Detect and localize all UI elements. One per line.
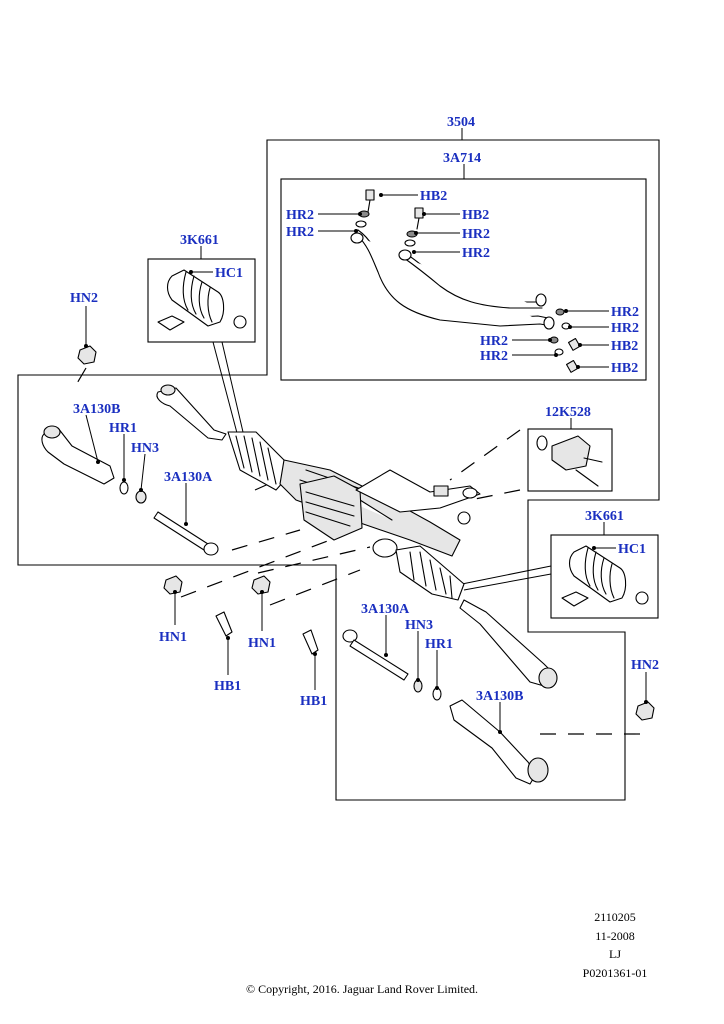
box-12K528 — [527, 428, 613, 492]
leader-boot-right-a — [461, 565, 552, 585]
label-3A130A-left: 3A130A — [164, 470, 213, 485]
label-HR1-right: HR1 — [425, 637, 453, 652]
label-HN2-left: HN2 — [70, 291, 98, 306]
label-3K661-right: 3K661 — [585, 509, 624, 524]
drawing-part-reference: P0201361-01 — [582, 965, 648, 980]
label-3A130B-left: 3A130B — [73, 402, 120, 417]
callout-labels: 3504 3A714 3K661 HC1 HN2 3A130B HR1 HN3 … — [70, 115, 659, 709]
steering-rack — [156, 384, 558, 689]
label-HN3-right: HN3 — [405, 618, 433, 633]
label-HR2-b: HR2 — [286, 225, 314, 240]
callout-leaders — [84, 193, 648, 734]
label-HN1-right: HN1 — [248, 636, 276, 651]
drawing-date: 11-2008 — [595, 928, 635, 943]
box-3504-outline — [17, 139, 660, 801]
label-3K661-left: 3K661 — [180, 233, 219, 248]
label-3504: 3504 — [447, 115, 475, 130]
label-HR2-e: HR2 — [611, 305, 639, 320]
label-HB1-left: HB1 — [214, 679, 241, 694]
label-HB2-a: HB2 — [420, 189, 447, 204]
leader-boot-right-b — [463, 573, 552, 591]
copyright-notice: © Copyright, 2016. Jaguar Land Rover Lim… — [245, 982, 479, 996]
label-HB2-c: HB2 — [611, 339, 638, 354]
label-HR2-d: HR2 — [462, 246, 490, 261]
label-12K528: 12K528 — [545, 405, 591, 420]
drawing-model-code: LJ — [609, 947, 621, 961]
label-HN2-right: HN2 — [631, 658, 659, 673]
label-HR1-left: HR1 — [109, 421, 137, 436]
label-HB2-d: HB2 — [611, 361, 638, 376]
leader-boot-left-a — [212, 341, 238, 434]
label-HN3-left: HN3 — [131, 441, 159, 456]
right-tie-rod-parts — [251, 575, 655, 785]
label-HR2-h: HR2 — [480, 349, 508, 364]
label-HR2-f: HR2 — [611, 321, 639, 336]
label-3A714: 3A714 — [443, 151, 481, 166]
label-HB1-right: HB1 — [300, 694, 327, 709]
label-HB2-b: HB2 — [462, 208, 489, 223]
label-HN1-left: HN1 — [159, 630, 187, 645]
label-HC1-left: HC1 — [215, 266, 243, 281]
left-tie-rod-parts — [41, 345, 233, 637]
drawing-reference-block: 2110205 11-2008 LJ P0201361-01 — [560, 908, 670, 982]
label-3A130B-right: 3A130B — [476, 689, 523, 704]
dashed-guides — [75, 367, 640, 735]
boot-kit-right — [561, 545, 649, 607]
label-HR2-g: HR2 — [480, 334, 508, 349]
valve-kit — [536, 435, 603, 487]
boot-kit-left — [157, 269, 247, 331]
label-HR2-a: HR2 — [286, 208, 314, 223]
leader-boot-left-b — [221, 341, 244, 433]
label-HR2-c: HR2 — [462, 227, 490, 242]
label-3A130A-right: 3A130A — [361, 602, 410, 617]
hydraulic-pipes — [350, 189, 581, 373]
drawing-number: 2110205 — [594, 910, 636, 924]
label-HC1-right: HC1 — [618, 542, 646, 557]
